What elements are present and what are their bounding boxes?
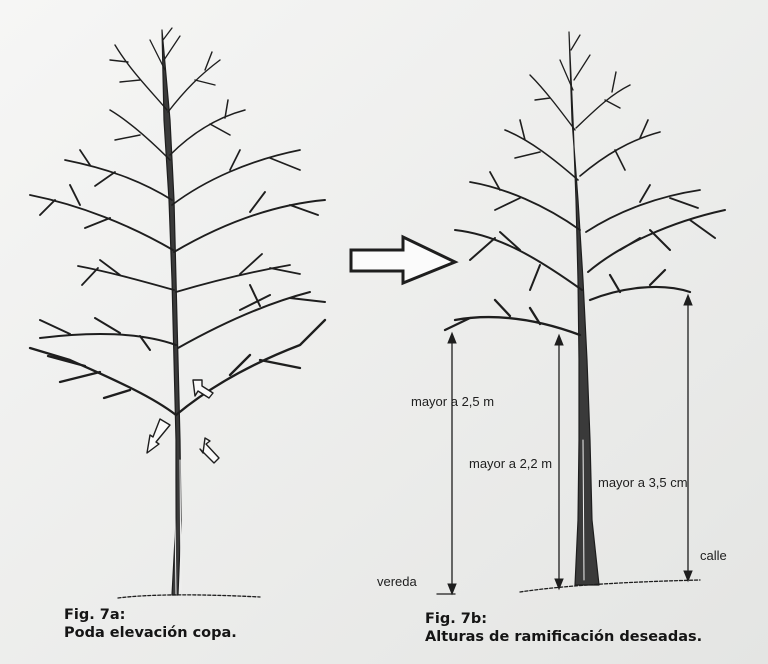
label-street: calle	[700, 548, 727, 563]
caption-fig-7a: Fig. 7a: Poda elevación copa.	[64, 606, 237, 642]
caption-fig-7a-title: Poda elevación copa.	[64, 624, 237, 642]
caption-fig-7b: Fig. 7b: Alturas de ramificación deseada…	[425, 610, 702, 646]
caption-fig-7b-title: Alturas de ramificación deseadas.	[425, 628, 702, 646]
label-measure-sidewalk: mayor a 2,5 m	[411, 394, 494, 409]
caption-fig-7a-number: Fig. 7a:	[64, 606, 237, 624]
label-sidewalk: vereda	[377, 574, 417, 589]
label-measure-street: mayor a 3,5 cm	[598, 475, 688, 490]
label-measure-trunk: mayor a 2,2 m	[469, 456, 552, 471]
caption-fig-7b-number: Fig. 7b:	[425, 610, 702, 628]
